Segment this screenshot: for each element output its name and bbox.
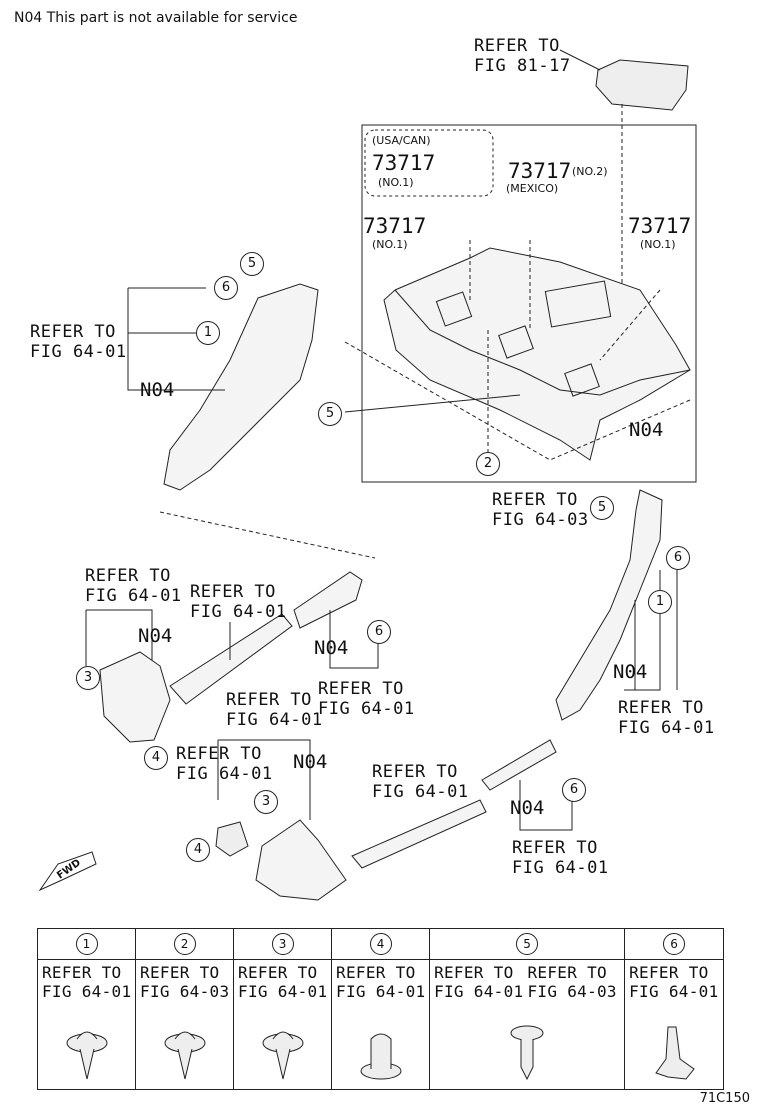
clip-header-3: 3 [233,928,333,960]
callout: 6 [666,546,690,570]
clip-ref: REFER TO FIG 64-01 [238,963,328,1001]
n04-label: N04 [629,419,664,441]
clip-cell-1: REFER TO FIG 64-01 [36,959,137,1090]
callout: 4 [144,746,168,770]
refer-fig-64-01-bottom-right: REFER TO FIG 64-01 [512,838,609,878]
callout: 3 [254,790,278,814]
n04-label: N04 [613,661,648,683]
mid-sill [169,613,293,705]
clip-reference-table: 1 2 3 4 5 6 REFER TO FIG 64-01 REFER TO … [36,928,724,1090]
left-upper-pillar [163,283,319,491]
callout: 2 [476,452,500,476]
fwd-arrow-icon [38,851,97,892]
package-tray-box [361,124,697,483]
clip-header-1: 1 [36,928,137,960]
refer-fig-64-03-mid: REFER TO FIG 64-03 [492,490,589,530]
n04-label: N04 [314,637,349,659]
callout: 5 [590,496,614,520]
callout: 6 [562,778,586,802]
callout: 6 [214,276,238,300]
refer-fig-64-01-under-n04: REFER TO FIG 64-01 [318,679,415,719]
callout: 4 [186,838,210,862]
usa-can-label: (USA/CAN) [372,134,431,147]
n04-label: N04 [293,751,328,773]
callout: 6 [367,620,391,644]
figure-code: 71C150 [699,1091,750,1106]
clip-ref: REFER TO FIG 64-01 [336,963,426,1001]
clip-cell-4: REFER TO FIG 64-01 [331,959,431,1090]
mexico-label: (MEXICO) [506,182,559,195]
usa-can-box [364,129,494,197]
part-number: 73717 [372,151,436,175]
clip-header-6: 6 [624,928,724,960]
clip-ref: REFER TO FIG 64-03 [140,963,230,1001]
clip-cell-2: REFER TO FIG 64-03 [135,959,235,1090]
small-clip-cover [215,821,249,857]
clip-icon [164,1031,206,1080]
callout: 5 [318,402,342,426]
nut-clip-icon [360,1033,402,1080]
part-number: 73717 [628,214,692,238]
clip-icon [262,1031,304,1080]
clip-ref: REFER TO FIG 64-01 [42,963,132,1001]
clip-header-4: 4 [331,928,431,960]
header-note: N04 This part is not available for servi… [14,10,298,26]
clip-cell-6: REFER TO FIG 64-01 [624,959,724,1090]
refer-fig-64-01-right-pillar: REFER TO FIG 64-01 [618,698,715,738]
part-number-sub: (NO.1) [378,176,414,189]
clip-cell-3: REFER TO FIG 64-01 [233,959,333,1090]
n04-label: N04 [510,797,545,819]
lower-sill-end [481,739,557,791]
center-quarter-trim [255,819,347,901]
clip-icon [66,1031,107,1080]
part-number-sub: (NO.1) [640,238,676,251]
callout: 3 [76,666,100,690]
upper-sill [293,571,363,629]
refer-fig-64-01-mid: REFER TO FIG 64-01 [190,582,287,622]
refer-fig-64-01-left: REFER TO FIG 64-01 [30,322,127,362]
callout: 1 [648,590,672,614]
refer-fig-64-01-right-sill: REFER TO FIG 64-01 [372,762,469,802]
rear-trim-part [595,59,689,111]
clip-header-5: 5 [429,928,626,960]
callout: 5 [240,252,264,276]
part-number: 73717 [363,214,427,238]
part-number: 73717 [508,159,572,183]
refer-fig-81-17: REFER TO FIG 81-17 [474,36,571,76]
clip-header-2: 2 [135,928,235,960]
part-number-sub: (NO.1) [372,238,408,251]
n04-label: N04 [138,625,173,647]
screw-clip-icon [510,1025,544,1081]
clip-ref: REFER TO FIG 64-01 [434,963,524,1001]
refer-fig-64-01-left-mid: REFER TO FIG 64-01 [85,566,182,606]
clip-ref: REFER TO FIG 64-03 [527,963,617,1001]
right-pillar [555,489,663,721]
lower-sill [351,799,487,869]
clip-cell-5: REFER TO FIG 64-01 REFER TO FIG 64-03 [429,959,626,1090]
package-tray [383,247,691,461]
refer-fig-64-01-center: REFER TO FIG 64-01 [226,690,323,730]
clip-ref: REFER TO FIG 64-01 [629,963,719,1001]
refer-fig-64-01-small: REFER TO FIG 64-01 [176,744,273,784]
callout: 1 [196,321,220,345]
n04-label: N04 [140,379,175,401]
left-quarter-trim [99,651,171,743]
bracket-clip-icon [655,1026,695,1080]
part-number-sub: (NO.2) [572,165,608,178]
